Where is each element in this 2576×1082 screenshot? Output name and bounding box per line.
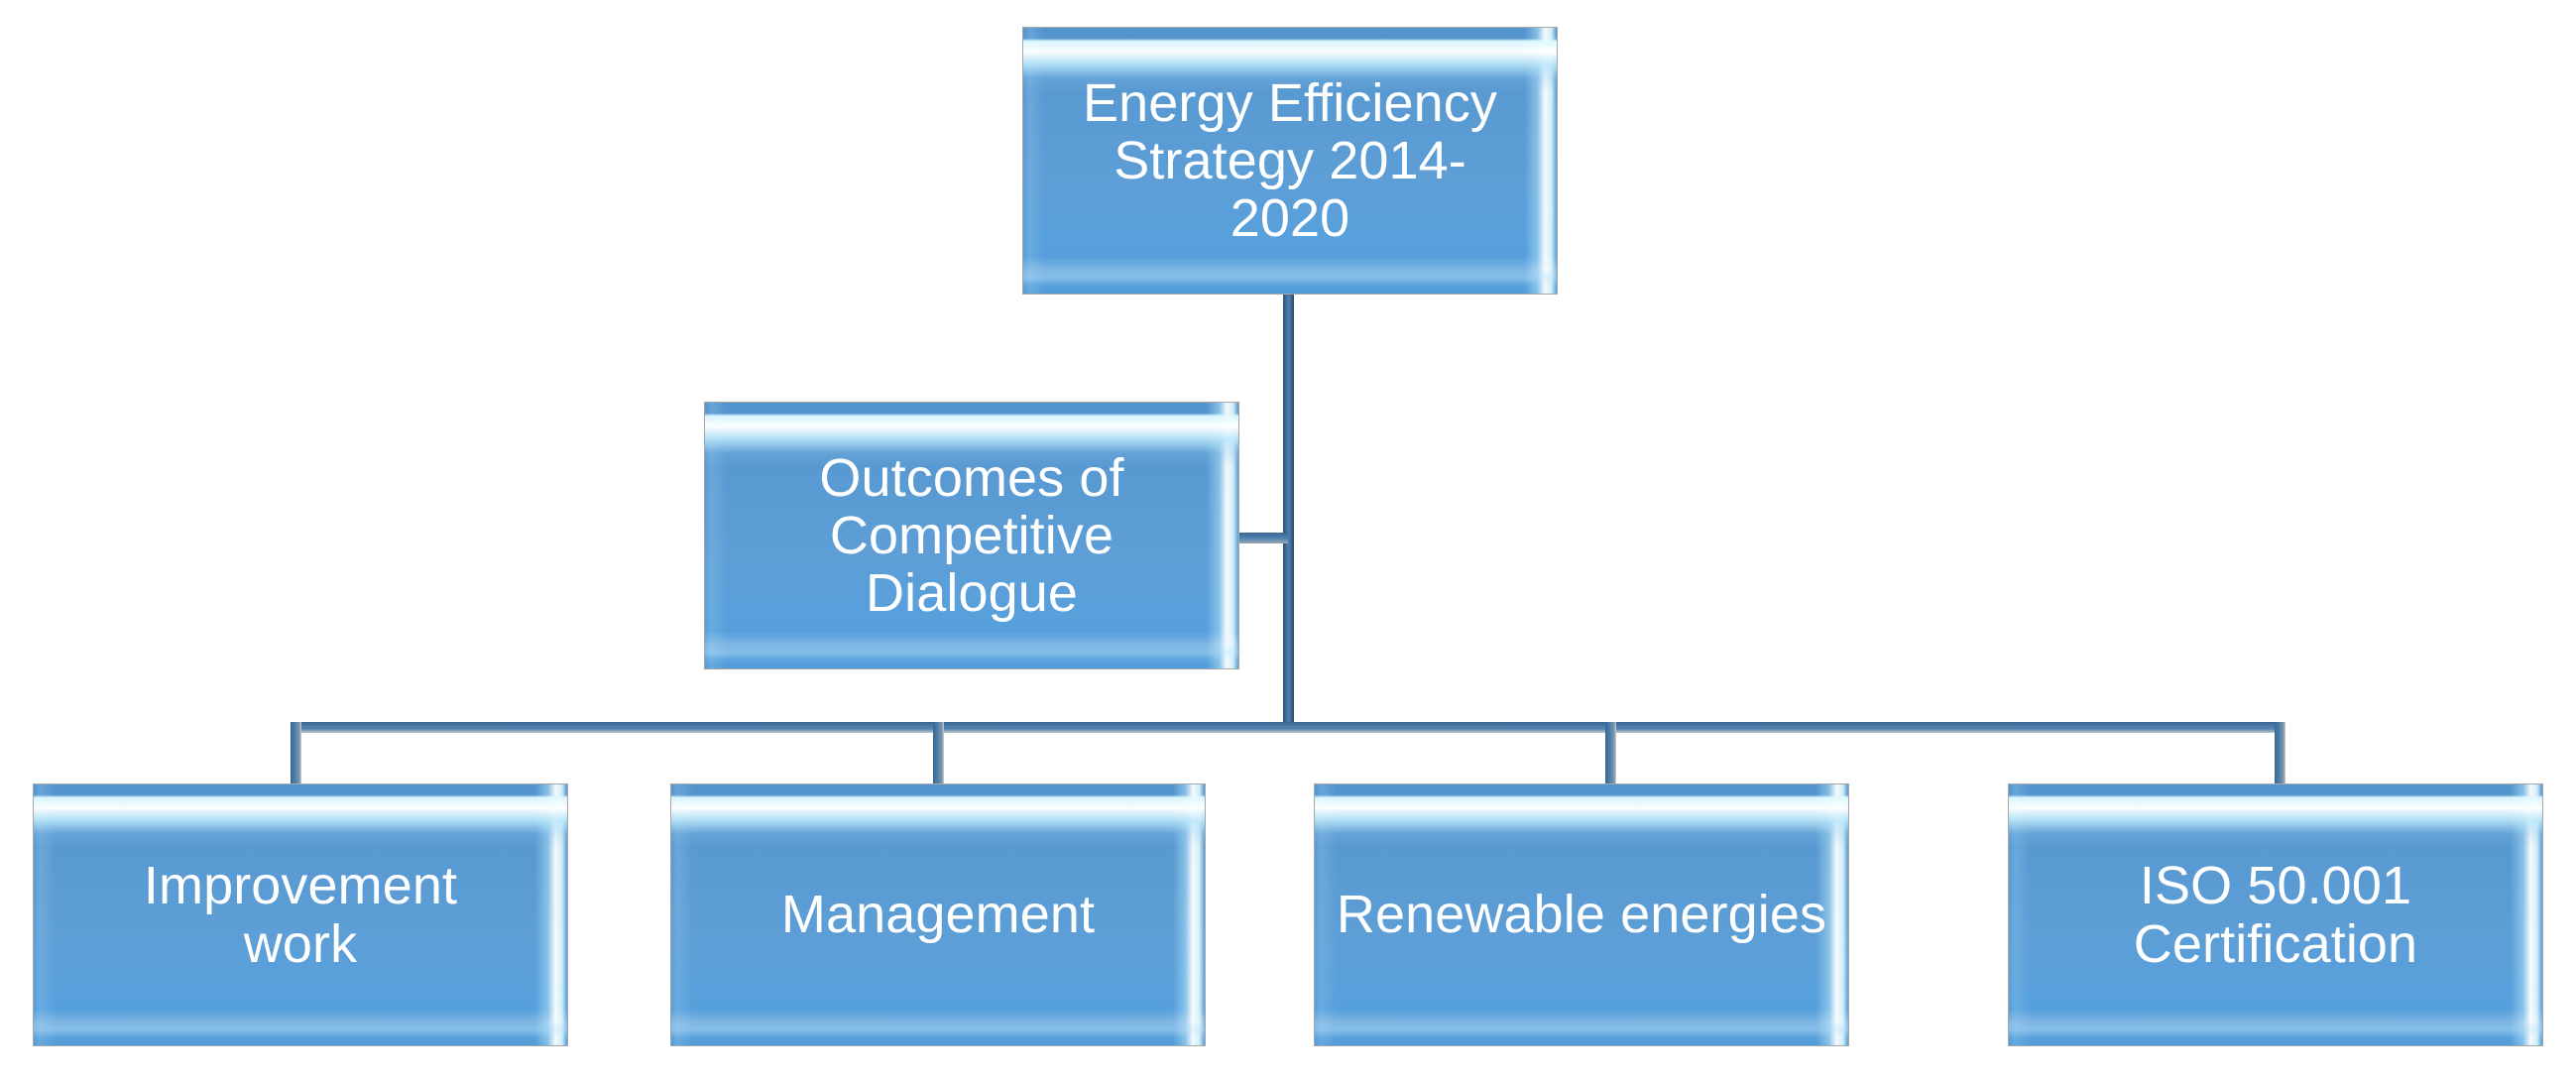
node-label-renewable-energies: Renewable energies	[1336, 885, 1827, 945]
node-improvement-work[interactable]: Improvement work	[33, 783, 568, 1046]
connector-leg-1	[291, 722, 301, 785]
node-label-iso-certification: ISO 50.001 Certification	[2133, 856, 2418, 974]
node-label-assistant: Outcomes of Competitive Dialogue	[819, 447, 1124, 624]
connector-leg-2	[933, 722, 944, 785]
connector-trunk-vertical	[1283, 294, 1294, 728]
node-management[interactable]: Management	[670, 783, 1206, 1046]
node-renewable-energies[interactable]: Renewable energies	[1314, 783, 1849, 1046]
node-label-management: Management	[780, 885, 1096, 945]
connector-leg-3	[1605, 722, 1616, 785]
connector-assistant-stub	[1238, 533, 1288, 543]
node-label-improvement-work: Improvement work	[143, 856, 458, 974]
connector-leg-4	[2275, 722, 2285, 785]
node-iso-50001-certification[interactable]: ISO 50.001 Certification	[2008, 783, 2543, 1046]
connector-distribution-bar	[291, 722, 2285, 733]
node-label-root: Energy Efficiency Strategy 2014- 2020	[1083, 72, 1497, 249]
node-outcomes-of-competitive-dialogue[interactable]: Outcomes of Competitive Dialogue	[704, 402, 1239, 669]
node-energy-efficiency-strategy[interactable]: Energy Efficiency Strategy 2014- 2020	[1022, 27, 1558, 295]
